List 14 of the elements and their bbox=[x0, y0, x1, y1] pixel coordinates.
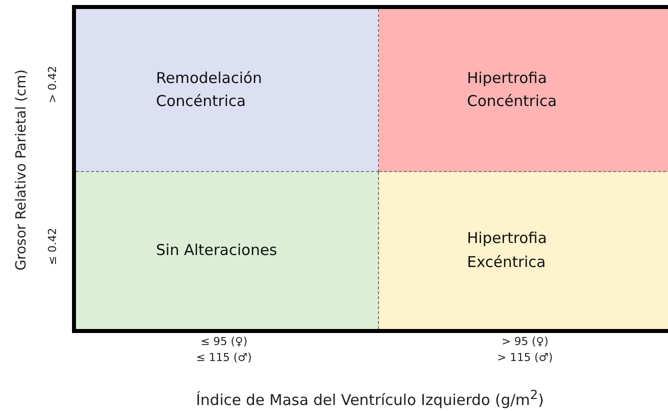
tick-label: ≤ 0.42 bbox=[46, 227, 59, 265]
quadrant-box bbox=[76, 172, 379, 329]
quadrant-label: Remodelación Concéntrica bbox=[156, 68, 263, 112]
quadrant-label: Hipertrofia Excéntrica bbox=[467, 228, 548, 272]
quadrant-box bbox=[379, 9, 668, 172]
y-axis-title: Grosor Relativo Parietal (cm) bbox=[13, 69, 30, 271]
tick-label: > 95 (♀) > 115 (♂) bbox=[496, 334, 554, 366]
x-axis-title: Índice de Masa del Ventrículo Izquierdo (g/m$^{2}$) bbox=[196, 387, 544, 409]
tick-label: ≤ 95 (♀) ≤ 115 (♂) bbox=[195, 334, 253, 366]
quadrant-box bbox=[379, 172, 668, 329]
tick-label: > 0.42 bbox=[46, 65, 59, 103]
quadrant-label: Sin Alteraciones bbox=[156, 240, 278, 261]
quadrant-label: Hipertrofia Concéntrica bbox=[467, 68, 558, 112]
quadrant-box bbox=[76, 9, 379, 172]
